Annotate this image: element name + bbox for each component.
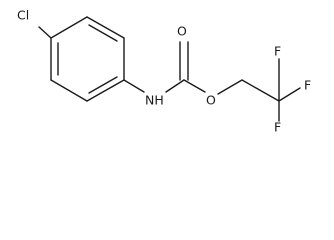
chemical-structure: Cl NH O O F F F xyxy=(17,8,311,135)
ring-bond xyxy=(50,16,88,39)
nitrogen-atom-label: NH xyxy=(145,93,164,108)
chlorine-bond xyxy=(38,26,52,39)
aryl-nitrogen-bond xyxy=(123,79,145,93)
fluorine-atom-label: F xyxy=(274,44,281,59)
fluorine-atom-label: F xyxy=(304,78,311,93)
fluorine-atom-label: F xyxy=(274,120,281,135)
ring-double-bond-inner xyxy=(88,76,118,94)
carbon-fluorine-bond xyxy=(278,87,301,102)
methylene-cf3-bond xyxy=(241,79,280,102)
benzene-ring xyxy=(50,16,125,102)
carbonyl-ester-oxygen-bond xyxy=(183,79,206,93)
ester-oxygen-methylene-bond xyxy=(217,79,243,95)
ring-bond xyxy=(86,79,125,102)
chlorine-atom-label: Cl xyxy=(17,8,29,23)
ester-oxygen-label: O xyxy=(206,93,216,108)
carbonyl-oxygen-label: O xyxy=(177,24,187,39)
ring-bond xyxy=(50,79,88,102)
nitrogen-carbonyl-bond xyxy=(165,79,185,93)
ring-double-bond-inner xyxy=(88,24,118,42)
ring-bond xyxy=(86,16,125,39)
